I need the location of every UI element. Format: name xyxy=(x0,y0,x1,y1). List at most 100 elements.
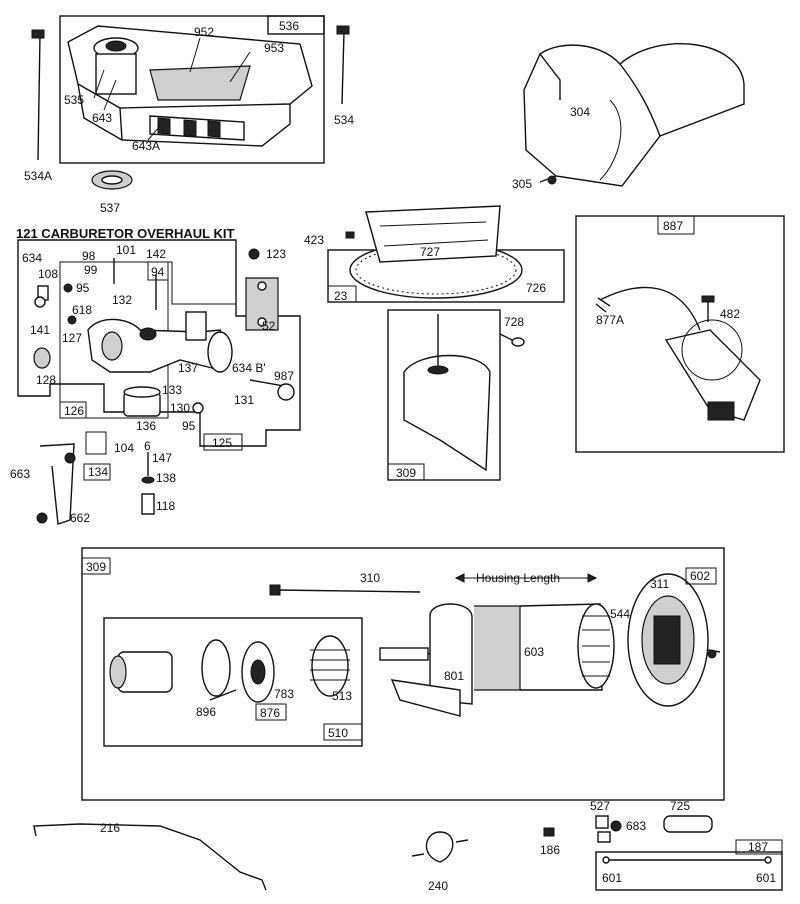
label-309a: 309 xyxy=(396,466,416,480)
label-130: 130 xyxy=(170,401,190,415)
label-783: 783 xyxy=(274,687,294,701)
blower-housing-group xyxy=(523,43,745,187)
label-141: 141 xyxy=(30,323,50,337)
label-305: 305 xyxy=(512,177,532,191)
label-726: 726 xyxy=(526,281,546,295)
label-133: 133 xyxy=(162,383,182,397)
label-132: 132 xyxy=(112,293,132,307)
kit-title: 121 CARBURETOR OVERHAUL KIT xyxy=(16,226,234,241)
label-95a: 95 xyxy=(76,281,90,295)
label-131: 131 xyxy=(234,393,254,407)
label-534a: 534A xyxy=(24,169,52,183)
label-311: 311 xyxy=(650,577,669,591)
label-534: 534 xyxy=(334,113,354,127)
fuel-filter-240 xyxy=(425,831,454,863)
label-6: 6 xyxy=(144,439,151,453)
label-147: 147 xyxy=(152,451,172,465)
label-99: 99 xyxy=(84,263,98,277)
label-728: 728 xyxy=(504,315,524,329)
label-602: 602 xyxy=(690,569,710,583)
air-cleaner-frame xyxy=(59,15,325,164)
label-118: 118 xyxy=(156,499,175,513)
armature-windings xyxy=(474,605,521,691)
label-98: 98 xyxy=(82,249,96,263)
label-101: 101 xyxy=(116,243,136,257)
flywheel-group xyxy=(327,205,565,303)
label-683: 683 xyxy=(626,819,646,833)
air-cleaner-base xyxy=(119,104,291,147)
carb-flange xyxy=(207,331,233,373)
gasket-52 xyxy=(245,277,279,331)
starter-group xyxy=(81,547,725,801)
label-887: 887 xyxy=(663,219,683,233)
label-643a: 643A xyxy=(132,139,160,153)
hose-725 xyxy=(663,815,713,833)
drive-washer xyxy=(201,639,231,697)
label-510: 510 xyxy=(328,726,348,740)
part-683 xyxy=(610,820,622,832)
label-126: 126 xyxy=(64,404,84,418)
label-727: 727 xyxy=(420,245,440,259)
label-953: 953 xyxy=(264,41,284,55)
label-309b: 309 xyxy=(86,560,106,574)
label-482: 482 xyxy=(720,307,740,321)
bolt-534a xyxy=(37,33,41,161)
label-877a: 877A xyxy=(596,313,624,327)
label-310: 310 xyxy=(360,571,380,585)
label-108: 108 xyxy=(38,267,58,281)
air-cleaner-callout-box xyxy=(267,15,325,35)
housing-length-label: Housing Length xyxy=(476,571,560,585)
label-634b: 634 B' xyxy=(232,361,266,375)
label-123: 123 xyxy=(266,247,286,261)
label-601b: 601 xyxy=(756,871,776,885)
label-535: 535 xyxy=(64,93,84,107)
label-304: 304 xyxy=(570,105,590,119)
bottom-parts-group xyxy=(33,815,783,891)
rod-216 xyxy=(33,823,267,891)
label-240: 240 xyxy=(428,879,448,893)
armature-frame xyxy=(575,215,785,453)
thru-bolt-310 xyxy=(275,589,421,593)
label-127: 127 xyxy=(62,331,82,345)
filter-slots xyxy=(157,117,221,138)
bolt-534 xyxy=(341,31,345,105)
flywheel-309-group xyxy=(387,309,525,481)
label-52: 52 xyxy=(262,319,276,333)
label-513: 513 xyxy=(332,689,352,703)
label-216: 216 xyxy=(100,821,120,835)
drive-kit-frame xyxy=(103,617,363,747)
label-125: 125 xyxy=(212,436,232,450)
armature-group xyxy=(575,215,785,453)
label-137: 137 xyxy=(178,361,198,375)
control-bracket-662 xyxy=(39,443,75,525)
label-663: 663 xyxy=(10,467,30,481)
starter-frame xyxy=(81,547,725,801)
label-987: 987 xyxy=(274,369,294,383)
screw-123 xyxy=(248,248,260,260)
label-536: 536 xyxy=(279,19,299,33)
armature-coil xyxy=(664,329,761,421)
part-527 xyxy=(595,815,609,829)
label-94: 94 xyxy=(151,265,165,279)
label-537: 537 xyxy=(100,201,120,215)
label-187: 187 xyxy=(748,840,768,854)
label-952: 952 xyxy=(194,25,214,39)
label-186: 186 xyxy=(540,843,560,857)
blower-housing-304 xyxy=(523,43,745,187)
label-801: 801 xyxy=(444,669,464,683)
label-136: 136 xyxy=(136,419,156,433)
label-104: 104 xyxy=(114,441,134,455)
spring-513 xyxy=(311,635,349,697)
fuel-line-frame xyxy=(595,851,783,891)
part-118 xyxy=(141,493,155,515)
label-618: 618 xyxy=(72,303,92,317)
label-95b: 95 xyxy=(182,419,196,433)
part-186 xyxy=(543,827,555,837)
label-138: 138 xyxy=(156,471,176,485)
label-527: 527 xyxy=(590,799,610,813)
label-142: 142 xyxy=(146,247,166,261)
label-603: 603 xyxy=(524,645,544,659)
label-725: 725 xyxy=(670,799,690,813)
